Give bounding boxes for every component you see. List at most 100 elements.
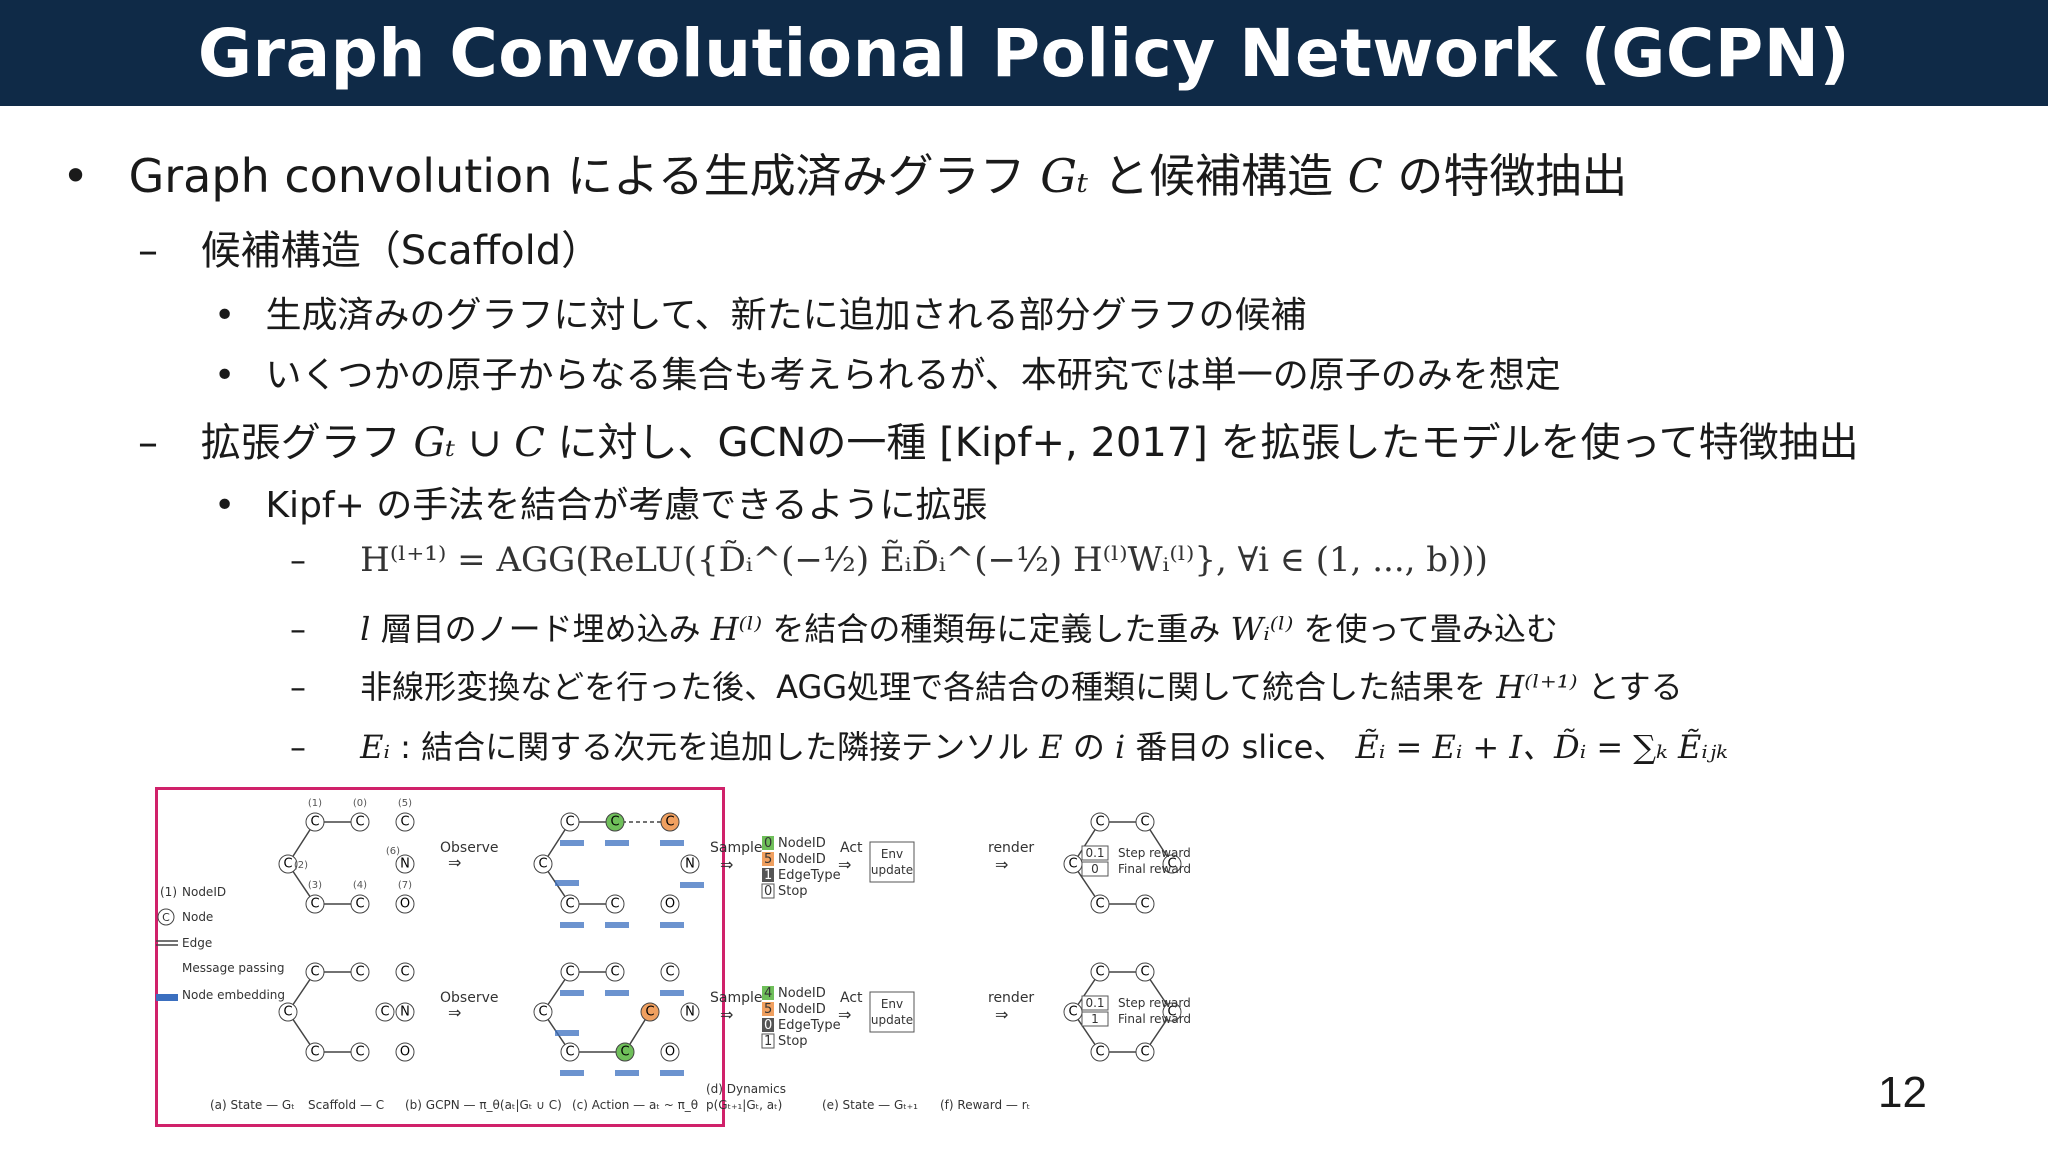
svg-text:C: C bbox=[283, 857, 292, 872]
svg-text:C: C bbox=[610, 897, 619, 912]
selected-node: C bbox=[640, 1002, 660, 1022]
svg-text:Step reward: Step reward bbox=[1118, 996, 1191, 1010]
bullet-dash: – bbox=[138, 420, 158, 466]
svg-text:C: C bbox=[565, 897, 574, 912]
svg-text:1: 1 bbox=[764, 1034, 772, 1049]
node-id-label: (1) bbox=[308, 798, 322, 809]
node: C bbox=[1135, 894, 1155, 914]
svg-text:⇒: ⇒ bbox=[720, 855, 733, 874]
svg-text:C: C bbox=[283, 1005, 292, 1020]
svg-text:⇒: ⇒ bbox=[995, 1005, 1008, 1024]
scaffold-node: N bbox=[395, 854, 415, 874]
svg-text:C: C bbox=[1095, 897, 1104, 912]
svg-text:C: C bbox=[400, 965, 409, 980]
svg-text:Step reward: Step reward bbox=[1118, 846, 1191, 860]
bullet-2: – 拡張グラフ Gₜ ∪ C に対し、GCNの一種 [Kipf+, 2017] … bbox=[138, 420, 1859, 466]
bullet-dot: • bbox=[214, 295, 236, 336]
render-label: render bbox=[988, 840, 1034, 856]
svg-text:C: C bbox=[310, 1045, 319, 1060]
svg-text:0: 0 bbox=[1091, 862, 1099, 876]
svg-text:N: N bbox=[400, 857, 410, 872]
node: C bbox=[560, 1042, 580, 1062]
node: C bbox=[560, 894, 580, 914]
svg-text:C: C bbox=[1095, 965, 1104, 980]
bullet-2-1: • Kipf+ の手法を結合が考慮できるように拡張 bbox=[214, 485, 988, 526]
svg-text:C: C bbox=[565, 965, 574, 980]
svg-text:Env: Env bbox=[881, 847, 903, 861]
svg-text:NodeID: NodeID bbox=[778, 986, 826, 1001]
node: C bbox=[1090, 962, 1110, 982]
node-id-label: (5) bbox=[398, 798, 412, 809]
bullet-2-1-2: – l 層目のノード埋め込み H⁽ˡ⁾ を結合の種類毎に定義した重み Wᵢ⁽ˡ⁾… bbox=[290, 610, 1558, 648]
legend-message: Message passing bbox=[182, 961, 284, 975]
caption-f: (f) Reward — rₜ bbox=[940, 1098, 1030, 1112]
svg-text:⇒: ⇒ bbox=[995, 855, 1008, 874]
formula: H⁽ˡ⁺¹⁾ = AGG(ReLU({D̃ᵢ^(−½) ẼᵢD̃ᵢ^(−½) H… bbox=[360, 540, 1488, 580]
svg-text:⇒: ⇒ bbox=[448, 1003, 461, 1022]
node-id-label: (2) bbox=[294, 860, 308, 871]
svg-text:update: update bbox=[871, 863, 913, 877]
svg-text:C: C bbox=[400, 815, 409, 830]
svg-text:⇒: ⇒ bbox=[838, 1005, 851, 1024]
node: C bbox=[605, 962, 625, 982]
svg-text:N: N bbox=[685, 1005, 695, 1020]
node: C bbox=[1162, 1002, 1182, 1022]
svg-text:O: O bbox=[400, 1045, 410, 1060]
node: C bbox=[305, 812, 325, 832]
svg-text:0: 0 bbox=[764, 836, 772, 851]
legend-nodeid-mark: (1) bbox=[160, 885, 177, 899]
bullet-dash: – bbox=[290, 728, 306, 766]
caption-b: (b) GCPN — π_θ(aₜ|Gₜ ∪ C) bbox=[405, 1098, 562, 1112]
node-id-label: (3) bbox=[308, 880, 322, 891]
svg-text:C: C bbox=[610, 815, 619, 830]
title-bar: Graph Convolutional Policy Network (GCPN… bbox=[0, 0, 2048, 106]
svg-text:Final reward: Final reward bbox=[1118, 862, 1191, 876]
svg-text:update: update bbox=[871, 1013, 913, 1027]
observe-label: Observe bbox=[440, 990, 498, 1006]
embedding-bar bbox=[555, 880, 579, 886]
svg-text:0.1: 0.1 bbox=[1085, 996, 1104, 1010]
legend-node: Node bbox=[182, 910, 213, 924]
scaffold-node: N bbox=[395, 1002, 415, 1022]
svg-text:N: N bbox=[400, 1005, 410, 1020]
embedding-bar bbox=[660, 840, 684, 846]
node-id-label: (7) bbox=[398, 880, 412, 891]
slide-title: Graph Convolutional Policy Network (GCPN… bbox=[197, 14, 1851, 92]
node: O bbox=[660, 894, 680, 914]
bullet-1: • Graph convolution による生成済みグラフ Gₜ と候補構造 … bbox=[62, 149, 1628, 203]
embedding-bar bbox=[605, 990, 629, 996]
embedding-bar bbox=[560, 922, 584, 928]
node: C bbox=[605, 894, 625, 914]
bullet-dot: • bbox=[214, 485, 236, 526]
embedding-bar bbox=[560, 840, 584, 846]
svg-text:⇒: ⇒ bbox=[448, 853, 461, 872]
svg-text:C: C bbox=[538, 857, 547, 872]
svg-text:NodeID: NodeID bbox=[778, 852, 826, 867]
node: C bbox=[560, 812, 580, 832]
env-update-box: Env update bbox=[869, 991, 915, 1033]
svg-text:NodeID: NodeID bbox=[778, 836, 826, 851]
selected-node: C bbox=[605, 812, 625, 832]
svg-text:C: C bbox=[355, 815, 364, 830]
svg-text:NodeID: NodeID bbox=[778, 1002, 826, 1017]
bullet-dash: – bbox=[290, 668, 306, 706]
svg-text:5: 5 bbox=[764, 1002, 772, 1017]
node: O bbox=[660, 1042, 680, 1062]
legend-node-symbol: C bbox=[162, 911, 170, 924]
svg-text:Stop: Stop bbox=[778, 1034, 808, 1049]
svg-text:C: C bbox=[355, 897, 364, 912]
embedding-bar bbox=[555, 1030, 579, 1036]
legend-embedding: Node embedding bbox=[182, 988, 285, 1002]
node: C bbox=[1135, 1042, 1155, 1062]
bullet-dash: – bbox=[138, 228, 158, 274]
embedding-bar bbox=[660, 922, 684, 928]
node: C bbox=[1135, 812, 1155, 832]
gcpn-figure: C C C C C C N O C C C C C C N O C C C C … bbox=[150, 784, 1370, 1134]
svg-text:5: 5 bbox=[764, 852, 772, 867]
caption-e: (e) State — Gₜ₊₁ bbox=[822, 1098, 918, 1112]
bullet-dash: – bbox=[290, 541, 306, 579]
act-label: Act bbox=[840, 990, 863, 1006]
embedding-bar bbox=[660, 1070, 684, 1076]
svg-text:C: C bbox=[620, 1045, 629, 1060]
node: C bbox=[660, 962, 680, 982]
